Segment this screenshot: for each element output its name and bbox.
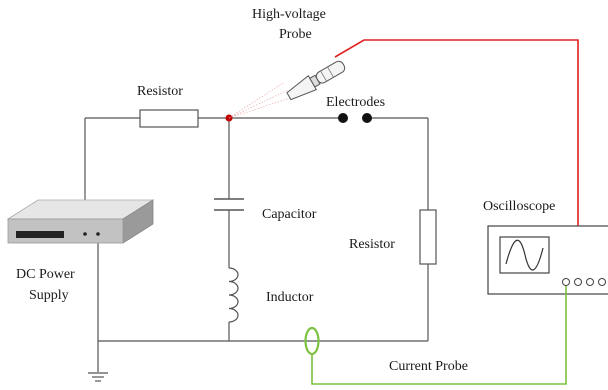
hv-probe-cable <box>334 39 579 282</box>
dc-power-label-line2: Supply <box>29 288 69 303</box>
oscilloscope <box>487 225 608 295</box>
current-probe-label: Current Probe <box>389 359 468 374</box>
oscilloscope-port-3 <box>586 278 594 286</box>
resistor-top <box>139 109 199 128</box>
supply-terminal-2 <box>96 232 100 236</box>
oscilloscope-label: Oscilloscope <box>483 199 555 214</box>
high-voltage-probe <box>228 60 346 119</box>
resistor-right <box>419 209 437 265</box>
capacitor-symbol <box>214 198 244 211</box>
inductor-coil-symbol <box>228 267 239 323</box>
oscilloscope-port-2 <box>574 278 582 286</box>
probe-head <box>286 74 318 101</box>
electrode-left <box>338 113 348 123</box>
electrode-right <box>362 113 372 123</box>
hv-probe-label-line2: Probe <box>279 27 312 42</box>
inductor-label: Inductor <box>266 290 314 305</box>
current-probe-cable <box>311 286 567 385</box>
oscilloscope-port-4 <box>598 278 606 286</box>
resistor-top-label: Resistor <box>137 84 183 99</box>
dc-power-supply <box>6 199 155 244</box>
sine-wave-icon <box>505 239 544 271</box>
resistor-right-label: Resistor <box>349 237 395 252</box>
capacitor-label: Capacitor <box>262 207 317 222</box>
circuit-wires <box>84 117 429 372</box>
supply-display <box>16 231 64 238</box>
supply-terminal-1 <box>83 232 87 236</box>
electrodes-label: Electrodes <box>326 95 385 110</box>
hv-probe-label-line1: High-voltage <box>252 7 326 22</box>
dc-power-label-line1: DC Power <box>16 267 75 282</box>
oscilloscope-port-1 <box>562 278 570 286</box>
ground-icon <box>88 372 108 382</box>
